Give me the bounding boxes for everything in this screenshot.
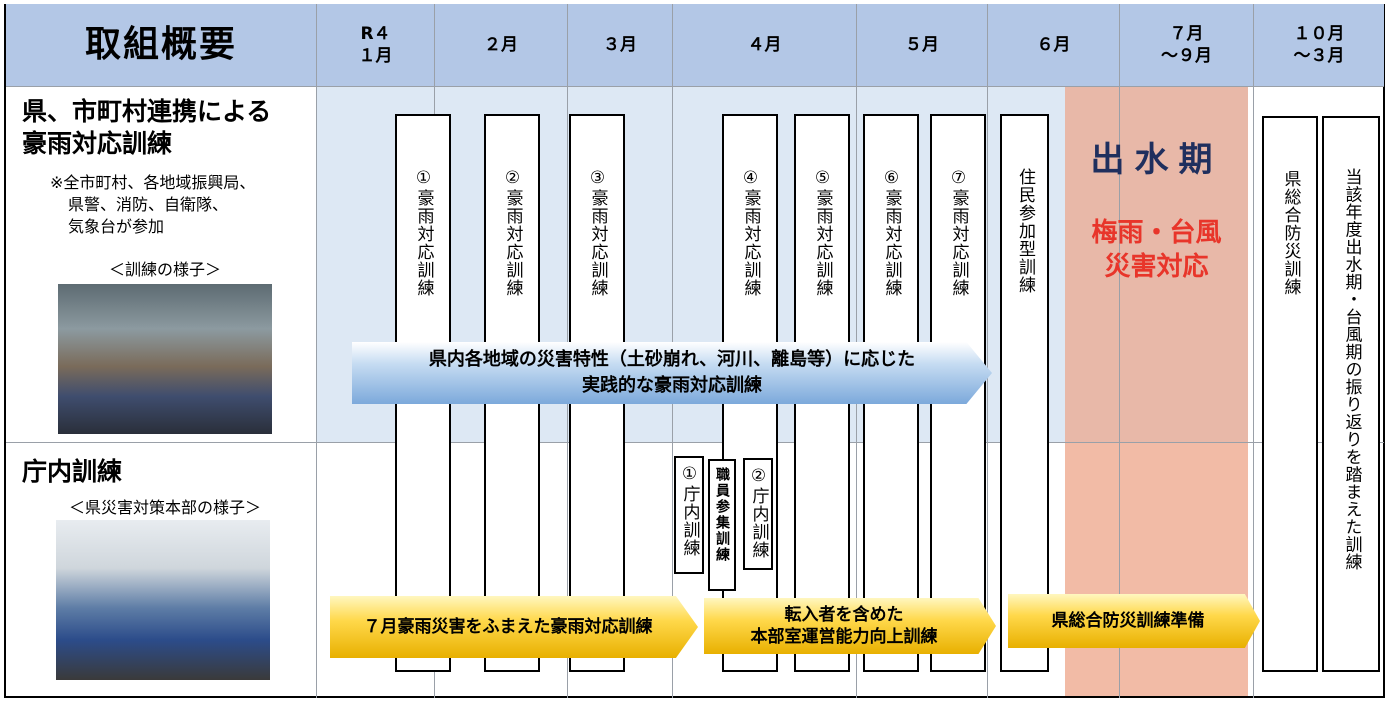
row2-photo-caption: ＜県災害対策本部の様子＞ (40, 494, 290, 518)
review-training-label: 当該年度出水期・台風期の振り返りを踏まえた訓練 (1343, 168, 1360, 571)
regional-training-arrow: 県内各地域の災害特性（土砂崩れ、河川、離島等）に応じた 実践的な豪雨対応訓練 (352, 342, 992, 404)
july-flood-training-arrow: ７月豪雨災害をふまえた豪雨対応訓練 (330, 596, 698, 658)
regional-training-arrow-line1: 県内各地域の災害特性（土砂崩れ、河川、離島等）に応じた (429, 347, 915, 373)
training-bar-7-label: ⑦豪雨対応訓練 (950, 168, 967, 297)
header-month-apr: ４月 (673, 4, 856, 86)
staff-assembly-training-label: 職員参集訓練 (715, 467, 729, 563)
pref-disaster-prep-arrow: 県総合防災訓練準備 (1008, 594, 1260, 648)
header-title-cell: 取組概要 (6, 4, 316, 86)
internal-training-1-label: ①庁内訓練 (681, 464, 698, 557)
pref-disaster-prep-label: 県総合防災訓練準備 (1052, 610, 1205, 632)
header-month-jul-sep: ７月 ～９月 (1120, 4, 1253, 86)
col-divider (1253, 4, 1254, 698)
row1-title-line2: 豪雨対応訓練 (22, 128, 312, 160)
row1-note-line1: ※全市町村、各地域振興局、 (50, 172, 310, 194)
resident-training-label: 住民参加型訓練 (1016, 168, 1033, 294)
staff-assembly-training: 職員参集訓練 (708, 459, 736, 591)
internal-training-2: ②庁内訓練 (743, 458, 773, 570)
internal-training-1: ①庁内訓練 (674, 456, 704, 574)
flood-period-sub-line1: 梅雨・台風 (1065, 216, 1248, 250)
training-bar-5-label: ⑤豪雨対応訓練 (814, 168, 831, 297)
header-month-r4-jan: R４ １月 (317, 4, 434, 86)
col-divider (987, 4, 988, 698)
header-month-may: ５月 (857, 4, 987, 86)
resident-training-bar: 住民参加型訓練 (1000, 114, 1049, 672)
header-title: 取組概要 (85, 34, 237, 56)
training-bar-1-label: ①豪雨対応訓練 (415, 168, 432, 297)
hq-operation-training-line2: 本部室運営能力向上訓練 (751, 626, 938, 648)
header-month-oct-mar: １０月 ～３月 (1254, 4, 1384, 86)
row-divider (6, 86, 1384, 87)
training-bar-3-label: ③豪雨対応訓練 (589, 168, 606, 297)
training-bar-2-label: ②豪雨対応訓練 (504, 168, 521, 297)
row2-title: 庁内訓練 (22, 452, 122, 488)
training-bar-6-label: ⑥豪雨対応訓練 (883, 168, 900, 297)
row1-title: 県、市町村連携による 豪雨対応訓練 (22, 96, 312, 160)
header-month-jun: ６月 (988, 4, 1119, 86)
flood-period-band-lower (1065, 442, 1248, 696)
training-photo (58, 284, 272, 434)
col-divider (1119, 4, 1120, 698)
flood-period-sub-line2: 災害対応 (1065, 250, 1248, 284)
row1-note-line3: 気象台が参加 (50, 216, 310, 238)
hq-photo (56, 520, 270, 680)
hq-operation-training-line1: 転入者を含めた (751, 604, 938, 626)
row1-photo-caption: ＜訓練の様子＞ (60, 256, 270, 280)
header-month-feb: ２月 (435, 4, 567, 86)
header-month-mar: ３月 (568, 4, 672, 86)
hq-operation-training-arrow: 転入者を含めた 本部室運営能力向上訓練 (704, 598, 996, 654)
col-divider (316, 4, 317, 698)
regional-training-arrow-line2: 実践的な豪雨対応訓練 (429, 373, 915, 399)
flood-period-sub: 梅雨・台風 災害対応 (1065, 216, 1248, 284)
row1-note-line2: 県警、消防、自衛隊、 (50, 194, 310, 216)
pref-disaster-training-bar: 県総合防災訓練 (1262, 116, 1318, 672)
review-training-bar: 当該年度出水期・台風期の振り返りを踏まえた訓練 (1322, 116, 1380, 672)
row1-note: ※全市町村、各地域振興局、 県警、消防、自衛隊、 気象台が参加 (50, 172, 310, 238)
pref-disaster-training-label: 県総合防災訓練 (1282, 170, 1299, 296)
internal-training-2-label: ②庁内訓練 (750, 466, 767, 559)
row-divider (6, 442, 1384, 443)
flood-period-title: 出水期 (1065, 132, 1248, 181)
july-flood-training-label: ７月豪雨災害をふまえた豪雨対応訓練 (364, 616, 653, 638)
training-bar-4-label: ④豪雨対応訓練 (742, 168, 759, 297)
row1-title-line1: 県、市町村連携による (22, 96, 312, 128)
